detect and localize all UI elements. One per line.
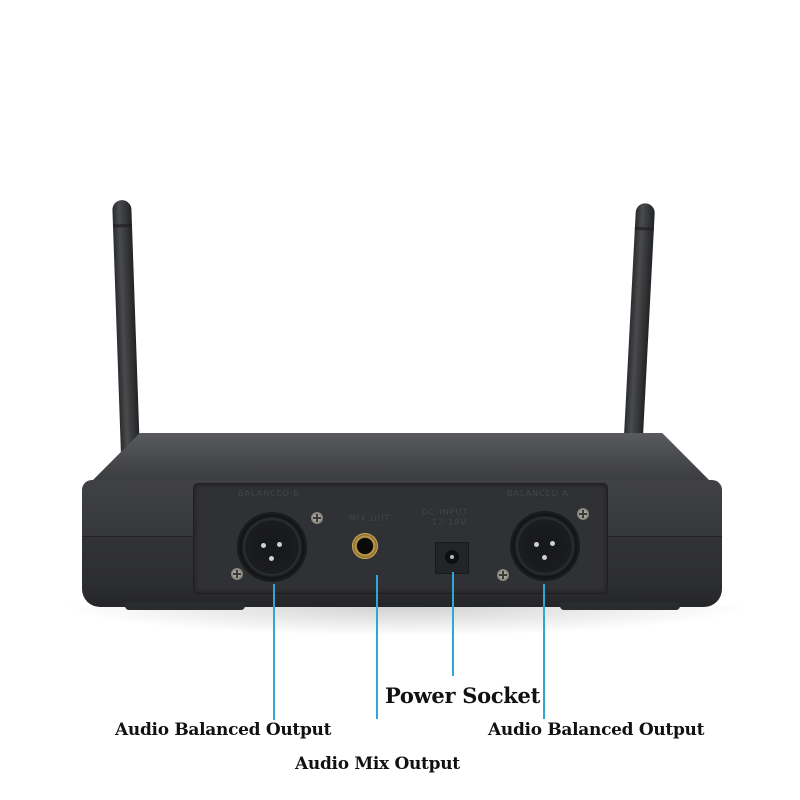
device-foot-right: [560, 602, 680, 610]
right-balanced-output-label: Audio Balanced Output: [488, 720, 705, 740]
screw-icon: [497, 569, 509, 581]
left-antenna: [112, 199, 140, 456]
callout-line-power: [452, 572, 454, 676]
rear-panel: BALANCED B MIX OUT DC INPUT 12-18V BALAN…: [193, 483, 608, 594]
right-antenna: [623, 202, 656, 456]
callout-line-right-balanced: [543, 584, 545, 719]
left-xlr-connector: [239, 514, 305, 580]
mix-out-jack: [352, 533, 378, 559]
left-xlr-marking: BALANCED B: [238, 489, 300, 498]
mix-output-label: Audio Mix Output: [295, 754, 460, 774]
power-socket-label: Power Socket: [385, 683, 541, 708]
device-shadow: [60, 606, 750, 636]
right-xlr-connector: [512, 513, 578, 579]
dc-voltage-marking: 12-18V: [432, 518, 467, 527]
dc-input-marking: DC INPUT: [422, 508, 469, 517]
dc-power-socket: [435, 542, 469, 574]
mix-out-marking: MIX OUT: [349, 514, 391, 523]
device-top: [90, 433, 712, 483]
right-xlr-marking: BALANCED A: [507, 489, 569, 498]
device-foot-left: [125, 602, 245, 610]
callout-line-left-balanced: [273, 584, 275, 720]
screw-icon: [577, 508, 589, 520]
screw-icon: [231, 568, 243, 580]
left-balanced-output-label: Audio Balanced Output: [115, 720, 332, 740]
screw-icon: [311, 512, 323, 524]
callout-line-mix: [376, 575, 378, 719]
